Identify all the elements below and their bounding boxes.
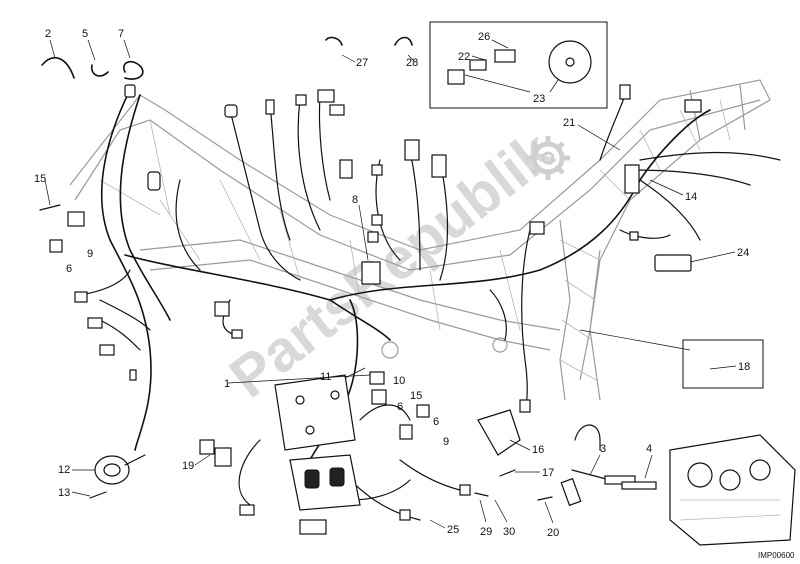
connector — [459, 484, 471, 496]
callout-6: 6 — [433, 416, 439, 428]
connector — [339, 159, 353, 179]
callout-6: 6 — [66, 263, 72, 275]
connector — [317, 89, 335, 103]
connector — [67, 211, 85, 227]
callout-20: 20 — [547, 527, 559, 539]
reference-code: IMP00600 — [758, 551, 795, 560]
connector — [199, 439, 215, 455]
callout-2: 2 — [45, 28, 51, 40]
callout-19: 19 — [182, 460, 194, 472]
connector — [519, 399, 531, 413]
connector — [224, 104, 238, 118]
callout-12: 12 — [58, 464, 70, 476]
callout-24: 24 — [737, 247, 749, 259]
callout-30: 30 — [503, 526, 515, 538]
callout-25: 25 — [447, 524, 459, 536]
relay-box — [361, 261, 381, 285]
inset-box-right — [682, 339, 764, 389]
connector — [399, 424, 413, 440]
connector — [147, 171, 161, 191]
callout-3: 3 — [600, 443, 606, 455]
callout-15: 15 — [34, 173, 46, 185]
callout-14: 14 — [685, 191, 697, 203]
main-harness — [79, 89, 781, 521]
callout-9: 9 — [87, 248, 93, 260]
callout-13: 13 — [58, 487, 70, 499]
spark-plug — [621, 481, 657, 490]
connector — [214, 447, 232, 467]
connector — [431, 154, 447, 178]
horn — [94, 454, 146, 485]
connector — [371, 164, 383, 176]
regulator-module — [654, 254, 692, 272]
connector — [684, 99, 702, 113]
sensor — [447, 69, 465, 85]
callout-17: 17 — [542, 467, 554, 479]
connector — [619, 84, 631, 100]
connector — [214, 301, 230, 317]
connector — [231, 329, 243, 339]
connector — [124, 84, 136, 98]
callout-29: 29 — [480, 526, 492, 538]
sensor — [560, 424, 636, 507]
callout-22: 22 — [458, 51, 470, 63]
connector — [329, 104, 345, 116]
connector — [129, 369, 137, 381]
callout-23: 23 — [533, 93, 545, 105]
callout-16: 16 — [532, 444, 544, 456]
motorcycle-frame — [69, 79, 771, 401]
watermark: PartsRepublik — [218, 118, 566, 410]
connector — [494, 49, 516, 63]
callout-21: 21 — [563, 117, 575, 129]
cylinder-head — [669, 434, 796, 546]
connector — [367, 231, 379, 243]
connector — [416, 404, 430, 418]
connector — [265, 99, 275, 115]
callout-7: 7 — [118, 28, 124, 40]
connector — [49, 239, 63, 253]
leader-lines — [44, 39, 737, 529]
callout-18: 18 — [738, 361, 750, 373]
callout-28: 28 — [406, 57, 418, 69]
relay — [369, 371, 385, 385]
connector — [74, 291, 88, 303]
connector — [239, 504, 255, 516]
connector — [99, 344, 115, 356]
callout-27: 27 — [356, 57, 368, 69]
connector — [624, 164, 640, 194]
connector — [404, 139, 420, 161]
callout-6: 6 — [397, 401, 403, 413]
bracket — [477, 409, 521, 456]
clips — [41, 36, 413, 80]
relay — [371, 389, 387, 405]
callout-1: 1 — [224, 378, 230, 390]
connector — [299, 519, 327, 535]
callout-11: 11 — [320, 371, 331, 383]
callout-9: 9 — [443, 436, 449, 448]
callout-26: 26 — [478, 31, 490, 43]
connector — [371, 214, 383, 226]
gear-icon — [526, 136, 570, 180]
inset-box-top — [429, 21, 608, 109]
electrical-panel — [274, 374, 361, 511]
connector — [629, 231, 639, 241]
connector — [529, 221, 545, 235]
bolts — [39, 204, 553, 501]
connector — [399, 509, 411, 521]
connector — [469, 59, 487, 71]
connector — [87, 317, 103, 329]
watermark-text: PartsRepublik — [218, 118, 566, 410]
callout-15: 15 — [410, 390, 422, 402]
callout-5: 5 — [82, 28, 88, 40]
callout-4: 4 — [646, 443, 652, 455]
callout-10: 10 — [393, 375, 405, 387]
callout-8: 8 — [352, 194, 358, 206]
callout-numbers: 2 5 7 27 28 26 22 23 21 15 9 6 8 14 24 1… — [34, 28, 750, 539]
connector — [295, 94, 307, 106]
